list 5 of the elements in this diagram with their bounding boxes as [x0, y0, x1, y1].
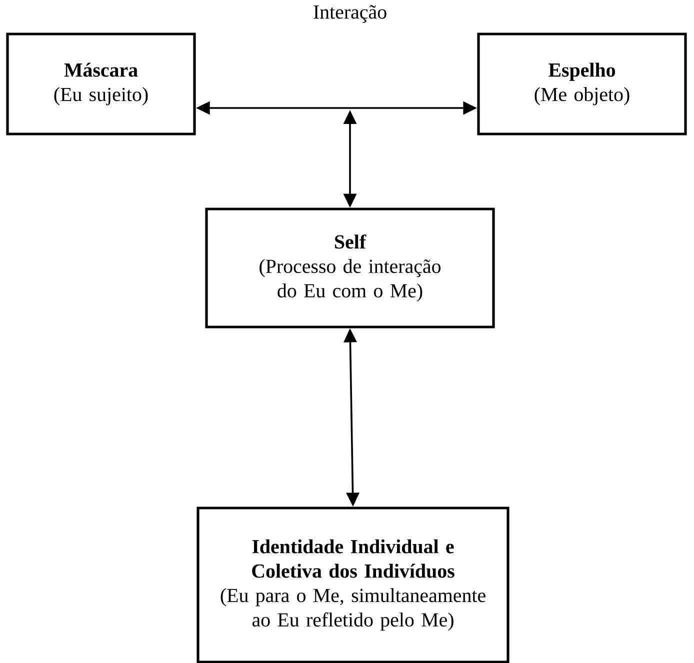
- process-box: Identidade Individual e Coletiva dos Indivíduos (Eu para o Me, simultaneamente ao Eu refletido pelo Me): [196, 506, 510, 663]
- process-box: Espelho (Me objeto): [477, 32, 687, 136]
- process-box: Máscara (Eu sujeito): [6, 32, 196, 136]
- edge-label: Interação: [312, 4, 388, 24]
- process-box: Self (Processo de interação do Eu com o Me): [205, 208, 495, 328]
